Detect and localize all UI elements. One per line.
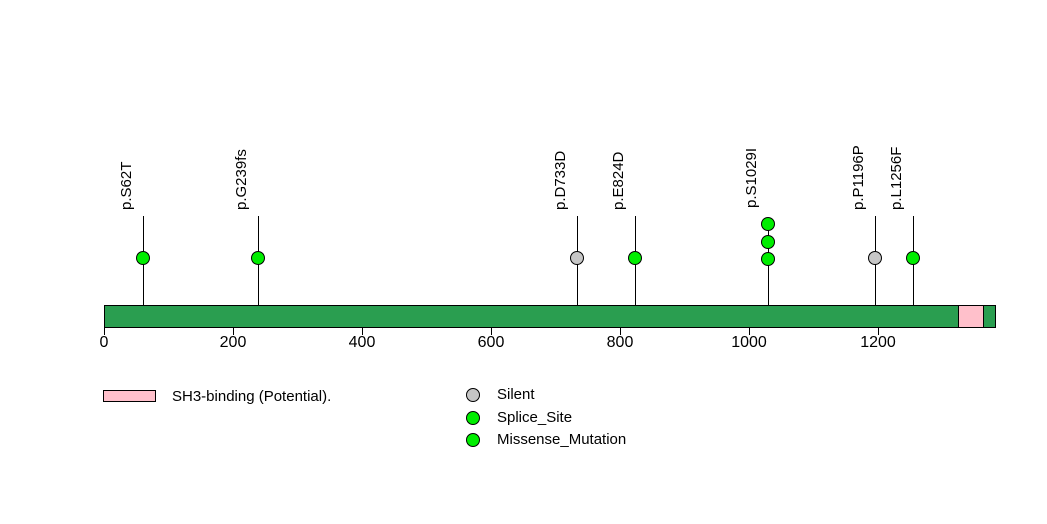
axis-tick-label: 0 [99,334,109,351]
mutation-label: p.S62T [118,161,135,210]
axis-tick-label: 1200 [860,334,896,351]
axis-tick-label: 800 [606,334,634,351]
mutation-label: p.P1196P [850,145,867,210]
mutation-label: p.G239fs [233,149,250,210]
domain-sh3-binding [958,305,984,328]
mutation-circle [761,217,775,231]
axis-tick [104,328,105,335]
legend-label-silent: Silent [497,386,535,403]
legend-label-splice-site: Splice_Site [497,409,573,426]
mutation-stem [768,218,769,328]
legend-circle-splice-site [466,411,480,425]
mutation-label: p.L1256F [888,146,905,210]
axis-tick-label: 200 [219,334,247,351]
mutation-label: p.D733D [552,150,569,210]
mutation-stem [258,216,259,328]
protein-bar [104,305,996,328]
axis-tick [233,328,234,335]
mutation-circle [906,251,920,265]
mutation-circle [761,252,775,266]
axis-tick [362,328,363,335]
mutation-stem [577,216,578,328]
axis-tick [491,328,492,335]
mutation-label: p.S1029I [743,147,760,208]
legend-domain-label: SH3-binding (Potential). [172,388,332,405]
mutation-circle [570,251,584,265]
axis-tick-label: 400 [348,334,376,351]
mutation-circle [761,235,775,249]
mutation-stem [635,216,636,328]
legend-circle-missense-mutation [466,433,480,447]
mutation-stem [875,216,876,328]
legend-domain-swatch [103,390,156,402]
axis-tick [620,328,621,335]
axis-tick-label: 600 [477,334,505,351]
axis-tick [749,328,750,335]
axis-tick [878,328,879,335]
legend-circle-silent [466,388,480,402]
mutation-circle [251,251,265,265]
mutation-stem [143,216,144,328]
mutation-circle [136,251,150,265]
mutation-label: p.E824D [610,151,627,210]
axis-tick-label: 1000 [731,334,767,351]
mutation-stem [913,216,914,328]
mutation-circle [628,251,642,265]
mutation-circle [868,251,882,265]
legend-label-missense-mutation: Missense_Mutation [497,431,627,448]
